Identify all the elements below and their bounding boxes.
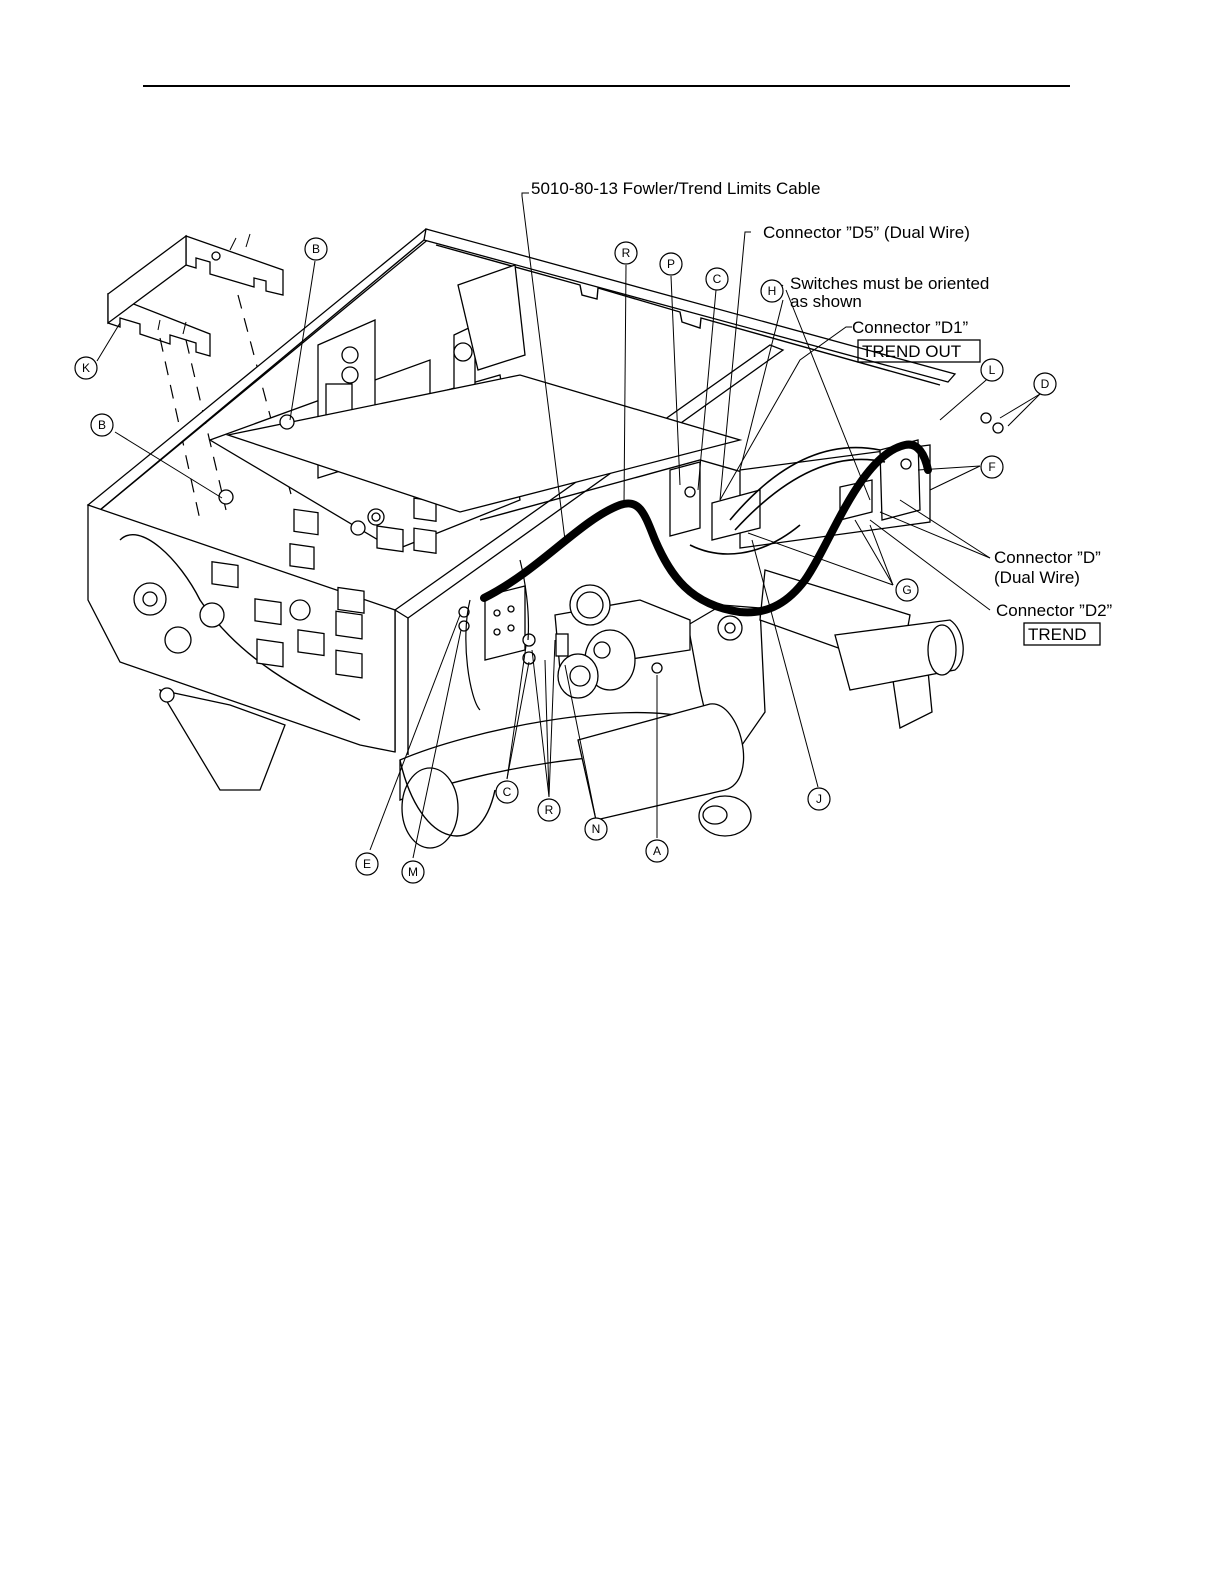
trend-label: TREND xyxy=(1028,625,1087,644)
svg-text:M: M xyxy=(408,865,418,879)
callout-e: E xyxy=(356,853,378,875)
svg-text:L: L xyxy=(989,363,996,377)
svg-text:B: B xyxy=(98,418,106,432)
svg-text:C: C xyxy=(503,785,512,799)
callout-r-bottom: R xyxy=(538,799,560,821)
callout-k: K xyxy=(75,357,97,379)
cover-plate xyxy=(108,234,283,356)
switches-note-line2: as shown xyxy=(790,292,862,311)
svg-text:N: N xyxy=(592,822,601,836)
svg-text:J: J xyxy=(816,792,822,806)
svg-text:F: F xyxy=(988,460,995,474)
svg-text:B: B xyxy=(312,242,320,256)
callout-b-top: B xyxy=(305,238,327,260)
callout-j: J xyxy=(808,788,830,810)
callout-h: H xyxy=(761,280,783,302)
svg-text:E: E xyxy=(363,857,371,871)
callout-n: N xyxy=(585,818,607,840)
svg-text:R: R xyxy=(622,246,631,260)
callout-c-top: C xyxy=(706,268,728,290)
switches-note-line1: Switches must be oriented xyxy=(790,274,989,293)
svg-text:H: H xyxy=(768,284,777,298)
svg-text:D: D xyxy=(1041,377,1050,391)
callout-r-top: R xyxy=(615,242,637,264)
svg-text:P: P xyxy=(667,257,675,271)
connector-d-label-line2: (Dual Wire) xyxy=(994,568,1080,587)
svg-text:R: R xyxy=(545,803,554,817)
callout-c-bottom: C xyxy=(496,781,518,803)
svg-text:K: K xyxy=(82,361,90,375)
svg-text:G: G xyxy=(902,583,911,597)
callout-g: G xyxy=(896,579,918,601)
cable-label: 5010-80-13 Fowler/Trend Limits Cable xyxy=(531,179,820,198)
callout-m: M xyxy=(402,861,424,883)
connector-d1-label: Connector ”D1” xyxy=(852,318,969,337)
callout-b-left: B xyxy=(91,414,113,436)
callout-a: A xyxy=(646,840,668,862)
callout-l: L xyxy=(981,359,1003,381)
callout-p: P xyxy=(660,253,682,275)
connector-d5-label: Connector ”D5” (Dual Wire) xyxy=(763,223,970,242)
connector-d2-label: Connector ”D2” xyxy=(996,601,1113,620)
connector-d-label-line1: Connector ”D” xyxy=(994,548,1101,567)
callout-d: D xyxy=(1034,373,1056,395)
callout-f: F xyxy=(981,456,1003,478)
trend-out-label: TREND OUT xyxy=(862,342,961,361)
svg-text:A: A xyxy=(653,844,661,858)
svg-text:C: C xyxy=(713,272,722,286)
